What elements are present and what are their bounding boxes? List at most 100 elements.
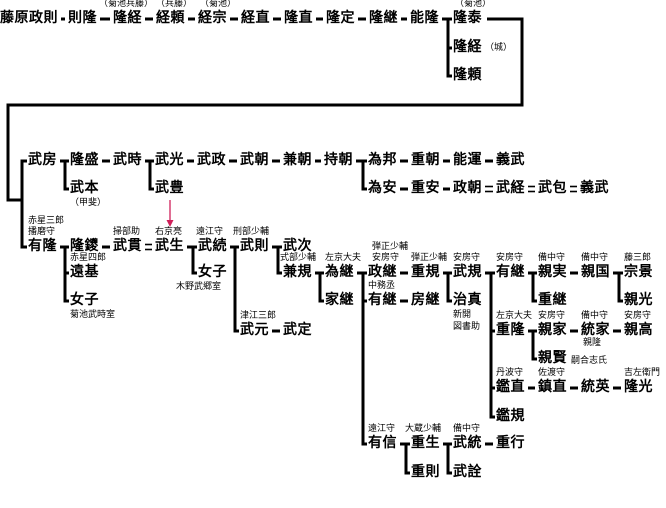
person-yoshitake1: 義武 bbox=[496, 152, 525, 168]
person-title: 藤三郎 bbox=[624, 253, 652, 263]
person-munekage: 宗景 bbox=[624, 264, 653, 280]
person-title: （菊池） bbox=[455, 0, 492, 9]
person-title: 掃部助 bbox=[113, 227, 141, 237]
person-tamekuni: 為邦 bbox=[368, 152, 397, 168]
person-shigenori2: 重則 bbox=[411, 464, 440, 480]
person-shigeyasu: 重安 bbox=[411, 180, 440, 196]
person-taketoki: 武時 bbox=[113, 152, 142, 168]
person-takeo: 武生 bbox=[155, 238, 184, 254]
person-shigenao: 鎮直 bbox=[538, 379, 567, 395]
person-shigetsugu: 重継 bbox=[538, 292, 567, 308]
person-takatsune2: 隆経 bbox=[453, 39, 482, 55]
person-title: 津江三郎 bbox=[240, 311, 277, 321]
person-title: 備中守 bbox=[581, 253, 609, 263]
person-title: 赤星三郎 bbox=[28, 216, 65, 226]
person-title: 赤星四郎 bbox=[70, 253, 107, 263]
person-takemune2: 武統 bbox=[453, 435, 482, 451]
person-tsunenao: 経直 bbox=[241, 10, 270, 26]
person-arinobu: 有信 bbox=[368, 435, 397, 451]
person-title: （城） bbox=[485, 43, 513, 53]
person-chikakata: 親賢 bbox=[538, 350, 567, 366]
person-takemitsu: 武光 bbox=[155, 152, 184, 168]
person-title: 親隆 bbox=[583, 338, 602, 348]
person-masanori: 藤原政則 bbox=[0, 10, 58, 26]
person-title: 備中守 bbox=[538, 253, 566, 263]
person-title: 左京大夫 bbox=[325, 253, 362, 263]
person-title: （菊池兵藤） bbox=[99, 0, 154, 9]
person-title: 嗣合志氏 bbox=[571, 356, 608, 366]
person-takaban: 隆鑁 bbox=[70, 238, 99, 254]
person-chikamitsu: 親光 bbox=[624, 292, 653, 308]
person-title: 遠江守 bbox=[368, 424, 396, 434]
person-aritsugu1: 有継 bbox=[368, 292, 397, 308]
person-title: 丹波守 bbox=[496, 368, 524, 378]
person-tsunemune: 経宗 bbox=[198, 10, 227, 26]
person-fusatsugu: 房継 bbox=[411, 292, 440, 308]
person-shigetaka: 重隆 bbox=[496, 322, 525, 338]
person-takatsugu: 隆継 bbox=[369, 10, 398, 26]
person-yoshiyuki: 能運 bbox=[453, 152, 482, 168]
person-yoshitaka: 能隆 bbox=[410, 10, 439, 26]
person-noritaka: 則隆 bbox=[68, 10, 97, 26]
person-title: （菊池） bbox=[200, 0, 237, 9]
person-title: 左京大夫 bbox=[496, 311, 533, 321]
person-takasada: 隆定 bbox=[326, 10, 355, 26]
person-title: 遠江守 bbox=[196, 227, 224, 237]
arrow-head-icon bbox=[166, 220, 174, 227]
person-tsuneyori: 経頼 bbox=[156, 10, 185, 26]
person-aritsugu2: 有継 bbox=[496, 264, 525, 280]
person-title: 新開 bbox=[453, 310, 472, 320]
person-title: 播磨守 bbox=[28, 227, 56, 237]
person-chikataka: 親高 bbox=[624, 322, 653, 338]
person-shigeo: 重生 bbox=[411, 435, 440, 451]
person-akinao: 鑑直 bbox=[496, 379, 525, 395]
person-title: 式部少輔 bbox=[280, 253, 317, 263]
person-tomomoto: 遠基 bbox=[70, 264, 99, 280]
person-mochitomo: 持朝 bbox=[324, 152, 353, 168]
person-takenori2: 武規 bbox=[453, 264, 482, 280]
person-chikakuni: 親国 bbox=[581, 264, 610, 280]
person-title: 図書助 bbox=[453, 322, 481, 332]
person-takenuki: 武貫 bbox=[113, 238, 142, 254]
person-takamori: 隆盛 bbox=[70, 152, 99, 168]
person-takemasa: 武政 bbox=[197, 152, 226, 168]
person-takeaki: 武詮 bbox=[453, 464, 482, 480]
person-title: 安房守 bbox=[453, 253, 481, 263]
person-title: 弾正少輔 bbox=[411, 253, 448, 263]
person-taketsugu: 武次 bbox=[283, 238, 312, 254]
person-title: 安房守 bbox=[372, 253, 400, 263]
person-title: 弾正少輔 bbox=[372, 242, 409, 252]
person-title: 佐渡守 bbox=[538, 368, 566, 378]
person-masatomo: 政朝 bbox=[453, 180, 482, 196]
person-title: （甲斐） bbox=[70, 198, 107, 208]
person-takanao: 隆直 bbox=[284, 10, 313, 26]
person-takesada: 武定 bbox=[283, 322, 312, 338]
person-kanenori: 兼規 bbox=[283, 264, 312, 280]
person-chikaie: 親家 bbox=[538, 322, 567, 338]
person-takemune1: 武続 bbox=[198, 238, 227, 254]
person-tametsugu: 為継 bbox=[325, 264, 354, 280]
person-title: 吉左衛門 bbox=[624, 368, 661, 378]
person-title: 菊池武時室 bbox=[70, 310, 116, 320]
person-yoshitake2: 義武 bbox=[580, 180, 609, 196]
person-harusane: 治真 bbox=[453, 292, 482, 308]
person-title: 大蔵少輔 bbox=[405, 424, 442, 434]
person-takamitsu: 隆光 bbox=[624, 379, 653, 395]
person-title: 備中守 bbox=[453, 424, 481, 434]
person-title: 右京亮 bbox=[155, 227, 183, 237]
person-munehide: 統英 bbox=[581, 379, 610, 395]
person-shigetomo: 重朝 bbox=[411, 152, 440, 168]
person-chikazane: 親実 bbox=[538, 264, 567, 280]
person-title: 備中守 bbox=[581, 311, 609, 321]
person-taketomo: 武朝 bbox=[240, 152, 269, 168]
person-taketoyo: 武豊 bbox=[155, 180, 184, 196]
person-kanetomo: 兼朝 bbox=[283, 152, 312, 168]
person-akinori: 鑑規 bbox=[496, 408, 525, 424]
person-title: 安房守 bbox=[496, 253, 524, 263]
person-takemoto: 武本 bbox=[70, 180, 99, 196]
person-masatsugu: 政継 bbox=[368, 264, 397, 280]
person-shigenori: 重規 bbox=[411, 264, 440, 280]
person-aritaka: 有隆 bbox=[28, 238, 57, 254]
